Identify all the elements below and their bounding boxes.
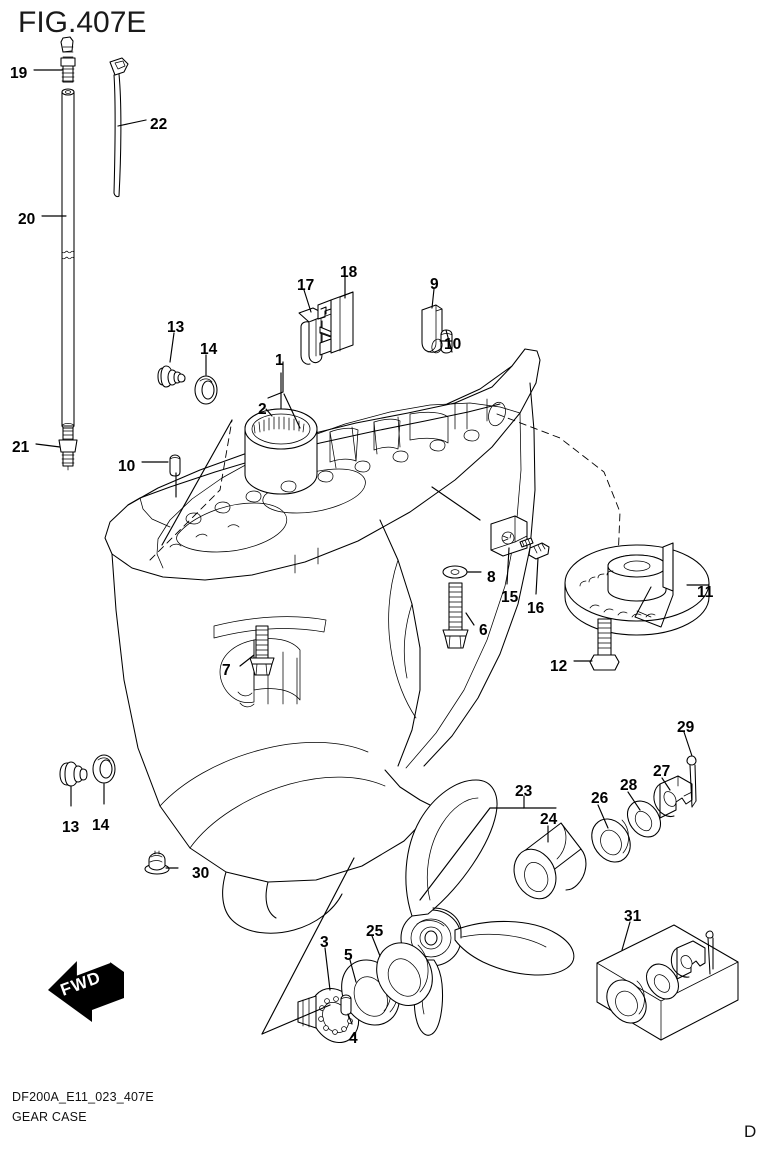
part-26-spacer-washer: [591, 818, 631, 863]
construction-line-left: [149, 419, 233, 561]
callout-drain-plug-13b: 13: [62, 819, 80, 836]
callout-propeller-assembly-23: 23: [515, 783, 533, 800]
part-14-lower-gasket: [92, 754, 116, 784]
part-11-anode-disc: [564, 542, 710, 636]
callout-clamp-17: 17: [297, 277, 315, 294]
part-14-upper-gasket: [194, 375, 218, 405]
callout-drive-shaft-bushing-2: 2: [258, 401, 267, 418]
part-16-trim-tab-screw: [519, 537, 550, 560]
part-31-hardware-kit: [596, 924, 739, 1041]
callout-dowel-pin-10a: 10: [444, 336, 462, 353]
part-6-bolt-long: [442, 582, 469, 649]
construction-line-right: [496, 413, 621, 561]
callout-anode-disc-11: 11: [697, 584, 714, 601]
part-8-washer: [442, 565, 468, 579]
callout-bolt-short-7: 7: [222, 662, 231, 679]
sheet-corner-letter: D: [744, 1122, 757, 1141]
callout-bearing-housing-3: 3: [320, 934, 329, 951]
part-7-bolt-short: [249, 625, 275, 676]
footer-part-code: DF200A_E11_023_407E: [12, 1090, 154, 1104]
callout-cable-tie-22: 22: [150, 116, 168, 133]
callout-propeller-nut-27: 27: [653, 763, 671, 780]
callout-washer-tab-28: 28: [620, 777, 638, 794]
callout-spacer-washer-26: 26: [591, 790, 609, 807]
part-1-gear-case-housing: [104, 338, 541, 934]
callout-drain-plug-13a: 13: [167, 319, 185, 336]
callout-dowel-pin-10b: 10: [118, 458, 136, 475]
part-22-cable-tie: [109, 57, 129, 198]
part-17-clamp: [298, 307, 333, 365]
callout-anode-plate-9: 9: [430, 276, 439, 293]
part-29-cotter-pin: [686, 755, 697, 808]
callout-oil-seal-25: 25: [366, 923, 384, 940]
callout-gear-case-housing-1: 1: [275, 352, 284, 369]
callout-propeller-hardware-kit-31: 31: [624, 908, 642, 925]
callout-bearing-5: 5: [344, 947, 353, 964]
callout-bracket-18: 18: [340, 264, 358, 281]
part-12-anode-bolt: [589, 618, 620, 671]
part-4-pin: [340, 994, 352, 1016]
part-9-anode-plate: [421, 304, 443, 353]
part-15-trim-tab: [490, 515, 528, 557]
callout-plug-screw-30: 30: [192, 865, 210, 882]
part-28-tab-washer: [626, 800, 662, 838]
part-24-propeller-bushing: [513, 822, 587, 900]
part-19-fitting: [60, 36, 76, 83]
callout-fitting-21: 21: [12, 439, 30, 456]
callout-trim-tab-screw-16: 16: [527, 600, 545, 617]
callout-cotter-pin-29: 29: [677, 719, 695, 736]
part-13-upper-drain-plug: [157, 365, 186, 388]
part-5-bearing: [341, 959, 400, 1026]
part-30-plug-screw: [144, 850, 170, 875]
callout-gasket-14a: 14: [200, 341, 218, 358]
svg-text:FWD: FWD: [58, 968, 104, 1000]
callout-gasket-14b: 14: [92, 817, 110, 834]
callout-water-tube-20: 20: [18, 211, 36, 228]
leader-lines: [33, 69, 710, 1035]
footer-assembly-name: GEAR CASE: [12, 1110, 87, 1124]
callout-pin-4: 4: [349, 1030, 358, 1047]
part-20-water-tube: [61, 88, 75, 429]
part-10-dowel-pin-left: [169, 454, 181, 477]
page-title: FIG.407E: [18, 6, 147, 39]
callout-propeller-bushing-24: 24: [540, 811, 558, 828]
callout-washer-8: 8: [487, 569, 496, 586]
part-21-lower-fitting: [58, 427, 78, 471]
callout-bolt-long-6: 6: [479, 622, 488, 639]
part-13-lower-drain-plug: [59, 761, 88, 787]
callout-trim-tab-15: 15: [501, 589, 519, 606]
part-2-driveshaft-bushing: [244, 408, 318, 495]
callout-anode-bolt-12: 12: [550, 658, 568, 675]
part-27-propeller-nut: [653, 775, 693, 819]
part-18-bracket: [317, 291, 354, 356]
part-25-oil-seal: [376, 942, 433, 1007]
callout-grease-nipple-19: 19: [10, 65, 28, 82]
